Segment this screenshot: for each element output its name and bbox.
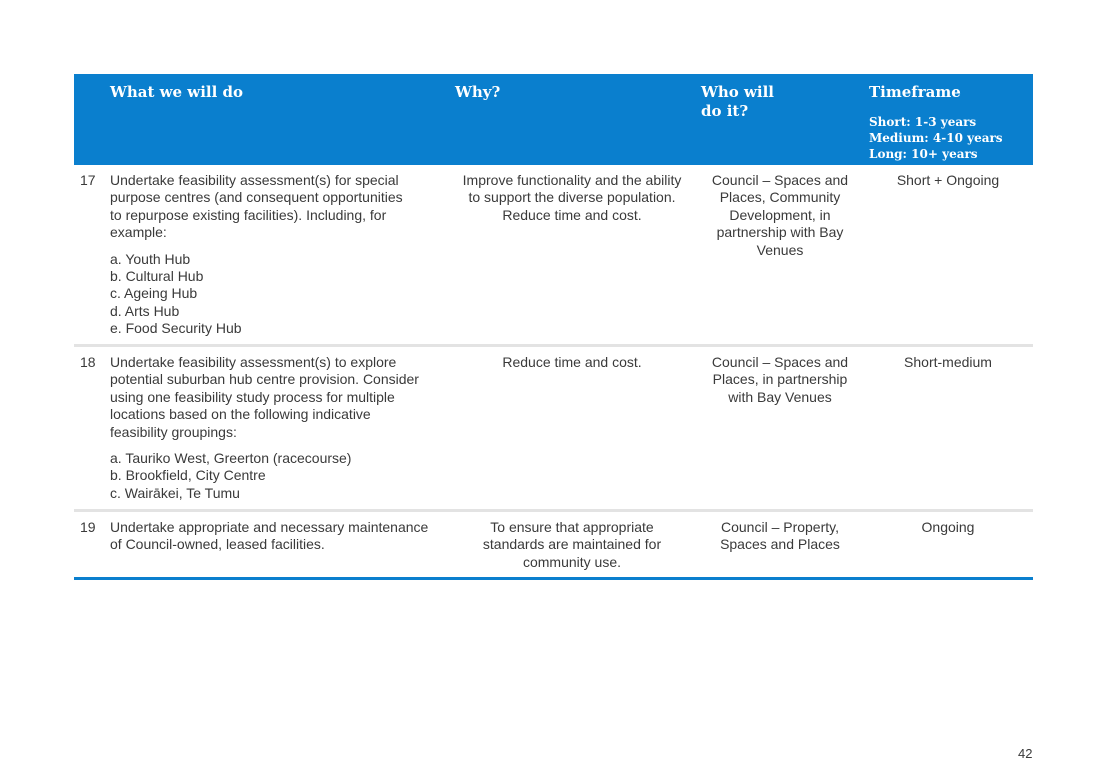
why-line: standards are maintained for: [482, 536, 662, 553]
row-what-cell: Undertake feasibility assessment(s) to e…: [110, 354, 450, 502]
row-what-cell: Undertake feasibility assessment(s) for …: [110, 172, 450, 338]
sub-item: a. Tauriko West, Greerton (racecourse): [110, 450, 352, 467]
table-header: What we will do Why? Who will do it? Tim…: [74, 74, 1033, 165]
page-number: 42: [1018, 746, 1033, 761]
why-line: To ensure that appropriate: [490, 519, 654, 535]
header-who-will-do-it: Who will do it?: [701, 83, 811, 121]
timeframe-legend: Short: 1-3 years Medium: 4-10 years Long…: [869, 114, 1003, 162]
row-why-cell: Reduce time and cost.: [452, 354, 692, 371]
row-number: 18: [80, 354, 96, 370]
header-who-line-1: Who will: [701, 83, 774, 101]
sub-item-list: a. Tauriko West, Greerton (racecourse) b…: [110, 450, 450, 502]
who-line: with Bay Venues: [728, 388, 832, 405]
why-line: Reduce time and cost.: [502, 354, 642, 370]
row-number: 19: [80, 519, 96, 535]
sub-item-list: a. Youth Hub b. Cultural Hub c. Ageing H…: [110, 251, 450, 338]
row-number: 17: [80, 172, 96, 188]
why-line: community use.: [522, 553, 622, 570]
who-line: Places, Community: [719, 189, 841, 206]
row-timeframe-cell: Ongoing: [921, 519, 975, 535]
what-line: Undertake appropriate and necessary main…: [110, 519, 429, 535]
action-table: What we will do Why? Who will do it? Tim…: [74, 74, 1033, 580]
table-row: 18 Undertake feasibility assessment(s) t…: [74, 347, 1033, 512]
who-line: Development, in: [729, 206, 831, 223]
row-who-cell: Council – Spaces and Places, in partners…: [698, 354, 862, 406]
sub-item: d. Arts Hub: [110, 302, 180, 319]
why-line: to support the diverse population.: [468, 189, 676, 206]
sub-item: b. Brookfield, City Centre: [110, 467, 266, 484]
who-line: Venues: [756, 241, 804, 258]
row-what-cell: Undertake appropriate and necessary main…: [110, 519, 450, 554]
header-who-line-2: do it?: [701, 102, 749, 120]
row-why-cell: Improve functionality and the ability to…: [452, 172, 692, 224]
what-line: feasibility groupings:: [110, 423, 237, 440]
header-why: Why?: [455, 83, 501, 101]
what-line: purpose centres (and consequent opportun…: [110, 189, 403, 206]
what-line: example:: [110, 224, 167, 241]
what-line: of Council-owned, leased facilities.: [110, 536, 325, 553]
table-row: 19 Undertake appropriate and necessary m…: [74, 512, 1033, 580]
row-why-cell: To ensure that appropriate standards are…: [452, 519, 692, 571]
why-line: Improve functionality and the ability: [462, 172, 682, 188]
header-what-we-will-do: What we will do: [110, 83, 244, 101]
row-timeframe-cell: Short + Ongoing: [896, 172, 1000, 188]
sub-item: e. Food Security Hub: [110, 320, 242, 337]
what-line: locations based on the following indicat…: [110, 406, 371, 423]
who-line: Places, in partnership: [712, 371, 848, 388]
who-line: Council – Property,: [720, 519, 839, 535]
who-line: Council – Spaces and: [711, 172, 849, 188]
sub-item: c. Ageing Hub: [110, 285, 198, 302]
what-line: potential suburban hub centre provision.…: [110, 371, 419, 388]
who-line: partnership with Bay: [716, 224, 844, 241]
sub-item: c. Wairākei, Te Tumu: [110, 484, 240, 501]
legend-short: Short: 1-3 years: [869, 115, 977, 129]
table-row: 17 Undertake feasibility assessment(s) f…: [74, 165, 1033, 347]
legend-medium: Medium: 4-10 years: [869, 131, 1003, 145]
row-who-cell: Council – Spaces and Places, Community D…: [698, 172, 862, 259]
why-line: Reduce time and cost.: [502, 206, 642, 223]
what-line: Undertake feasibility assessment(s) for …: [110, 172, 399, 188]
legend-long: Long: 10+ years: [869, 147, 978, 161]
sub-item: a. Youth Hub: [110, 250, 191, 267]
what-line: Undertake feasibility assessment(s) to e…: [110, 354, 397, 370]
row-who-cell: Council – Property, Spaces and Places: [698, 519, 862, 554]
who-line: Spaces and Places: [720, 536, 840, 553]
what-line: using one feasibility study process for …: [110, 388, 395, 405]
who-line: Council – Spaces and: [711, 354, 849, 370]
row-timeframe-cell: Short-medium: [904, 354, 992, 370]
sub-item: b. Cultural Hub: [110, 268, 204, 285]
what-line: to repurpose existing facilities). Inclu…: [110, 206, 387, 223]
header-timeframe: Timeframe: [869, 83, 961, 101]
